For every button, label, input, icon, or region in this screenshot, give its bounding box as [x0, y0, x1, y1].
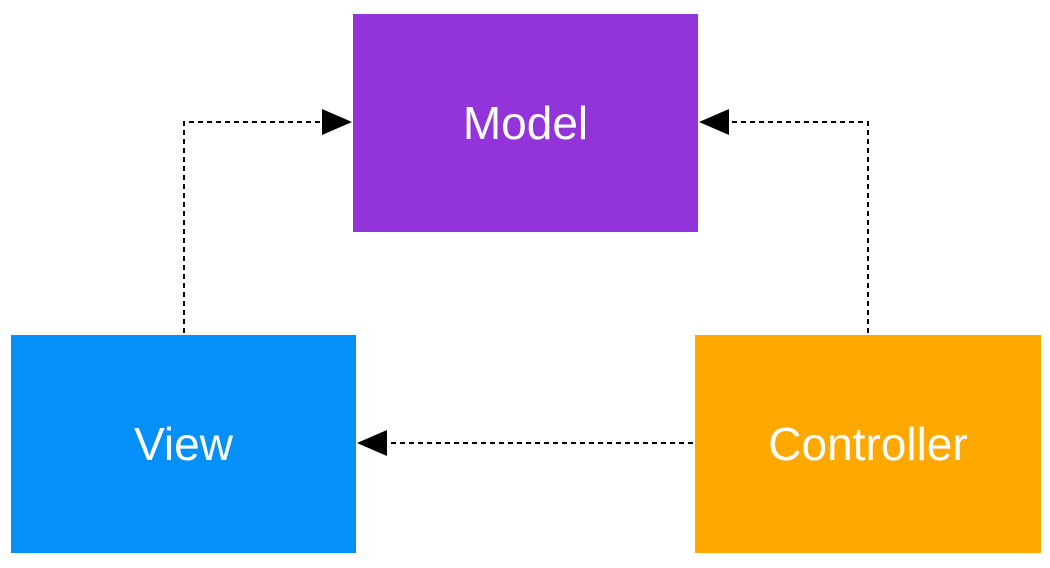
- edge-controller-to-model-line: [729, 121, 869, 333]
- controller-label: Controller: [768, 418, 968, 470]
- edge-controller-to-model-arrowhead: [699, 109, 729, 135]
- controller-box: Controller: [695, 335, 1041, 553]
- model-label: Model: [462, 97, 589, 149]
- edge-controller-to-view-arrowhead: [357, 430, 387, 456]
- edge-controller-to-view: [357, 430, 693, 456]
- edge-controller-to-model: [699, 109, 869, 333]
- view-label: View: [134, 418, 233, 470]
- model-box: Model: [353, 14, 698, 232]
- edge-view-to-model-arrowhead: [322, 109, 352, 135]
- edge-view-to-model: [183, 109, 352, 333]
- view-box: View: [11, 335, 356, 553]
- edge-view-to-model-line: [183, 121, 324, 333]
